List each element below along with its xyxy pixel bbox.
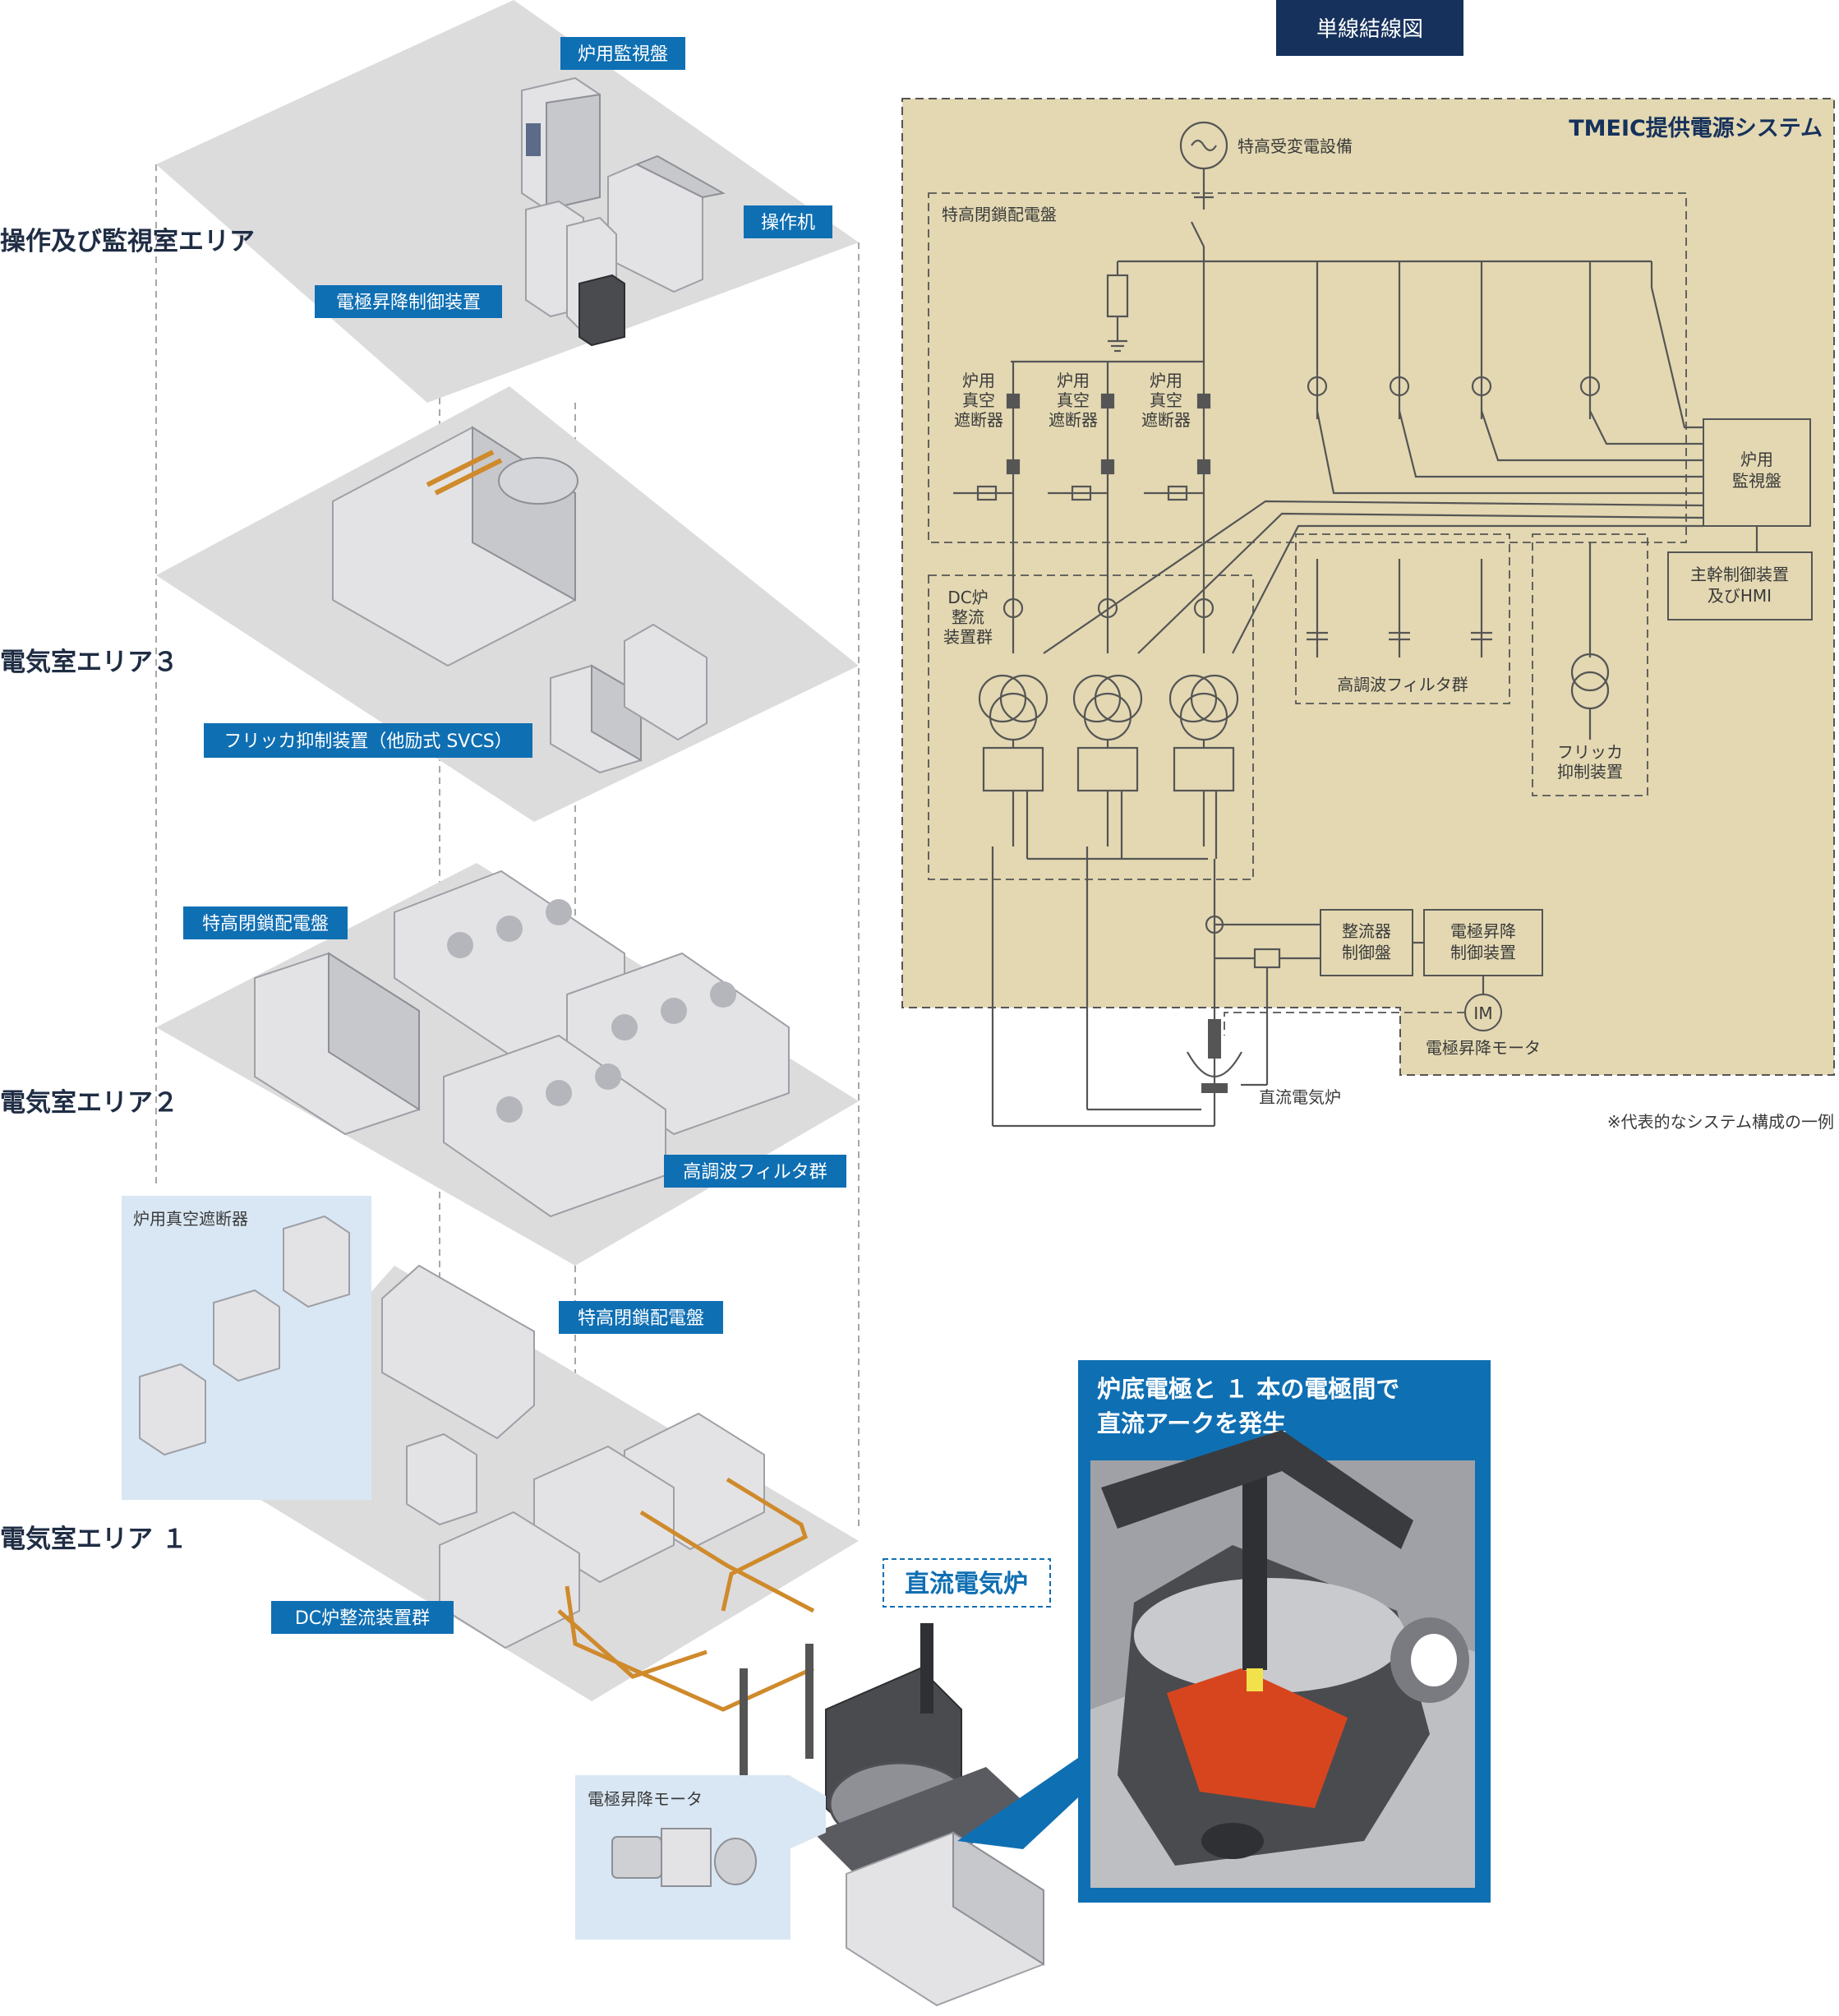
- vcb-feeder-3: [1144, 362, 1214, 653]
- svg-text:真空: 真空: [962, 390, 995, 410]
- svg-text:フリッカ: フリッカ: [1557, 742, 1623, 762]
- svg-text:炉用: 炉用: [1740, 450, 1773, 469]
- svg-text:高調波フィルタ群: 高調波フィルタ群: [683, 1162, 827, 1183]
- rectifier-transformer-2: [1072, 674, 1143, 847]
- tag-dc-rect: DC炉整流装置群: [271, 1601, 454, 1634]
- area-label-elec2: 電気室エリア２: [0, 1088, 178, 1118]
- switchgear-box: [928, 192, 1687, 543]
- svg-text:主幹制御装置: 主幹制御装置: [1690, 565, 1789, 584]
- vcb-label-3: 炉用 真空 遮断器: [1141, 371, 1191, 430]
- signal-bundle: [1043, 287, 1704, 654]
- svg-text:単線結線図: 単線結線図: [1316, 17, 1423, 42]
- vcb-feeder-2: [1048, 362, 1118, 653]
- svg-text:直流電気炉: 直流電気炉: [905, 1570, 1028, 1598]
- svg-text:電極昇降制御装置: 電極昇降制御装置: [336, 293, 481, 313]
- vcb-feeder-1: [953, 362, 1024, 653]
- svg-text:特高閉鎖配電盤: 特高閉鎖配電盤: [202, 914, 329, 934]
- motor-unit: [611, 1828, 757, 1887]
- svg-text:炉用: 炉用: [962, 371, 995, 390]
- tag-switchgear2: 特高閉鎖配電盤: [183, 907, 348, 939]
- rectifier-transformer-3: [1168, 674, 1239, 847]
- harmonic-label: 高調波フィルタ群: [1337, 675, 1468, 694]
- sld-title: 単線結線図: [1276, 0, 1463, 56]
- tag-console: 操作机: [744, 205, 832, 238]
- callout-image: [1090, 1430, 1475, 1888]
- tag-switchgear1: 特高閉鎖配電盤: [559, 1301, 723, 1334]
- tmeic-system-region: [901, 98, 1835, 1076]
- svg-text:制御盤: 制御盤: [1342, 943, 1391, 962]
- harmonic-box: [1295, 533, 1510, 704]
- area-label-elec3: 電気室エリア３: [0, 648, 178, 677]
- flicker-box: [1532, 533, 1648, 796]
- svg-text:DC炉: DC炉: [947, 588, 988, 607]
- svg-text:IM: IM: [1473, 1003, 1492, 1023]
- motor-detail-title: 電極昇降モータ: [588, 1789, 703, 1809]
- svg-text:監視盤: 監視盤: [1732, 471, 1781, 491]
- tag-electrode-ctrl: 電極昇降制御装置: [315, 285, 502, 318]
- callout-line-2: 直流アークを発生: [1097, 1409, 1286, 1437]
- elec3-equipment: [332, 426, 707, 774]
- flicker-label: フリッカ 抑制装置: [1557, 742, 1623, 782]
- svg-text:DC炉整流装置群: DC炉整流装置群: [295, 1608, 430, 1629]
- callout-pointer: [957, 1751, 1089, 1849]
- dc-group-label: DC炉 整流 装置群: [943, 588, 993, 647]
- vcb-label-2: 炉用 真空 遮断器: [1049, 371, 1098, 430]
- substation-label: 特高受変電設備: [1238, 136, 1353, 156]
- area-label-elec1: 電気室エリア １: [0, 1525, 187, 1554]
- dc-group-box: [928, 574, 1254, 880]
- svg-text:炉用: 炉用: [1057, 371, 1090, 390]
- vcb-detail-title: 炉用真空遮断器: [133, 1209, 248, 1229]
- svg-text:整流器: 整流器: [1342, 921, 1391, 941]
- area-label-control-room: 操作及び監視室エリア: [0, 227, 255, 256]
- elec1-equipment: [381, 1264, 815, 1712]
- control-equipment: [521, 76, 726, 347]
- tag-monitor-panel: 炉用監視盤: [560, 37, 685, 70]
- svg-text:炉用: 炉用: [1150, 371, 1182, 390]
- vcb-units: [139, 1215, 350, 1456]
- svg-text:電極昇降: 電極昇降: [1450, 921, 1516, 941]
- svg-text:整流: 整流: [952, 607, 984, 627]
- note-text: ※代表的なシステム構成の一例: [1607, 1112, 1834, 1132]
- switchgear-label: 特高閉鎖配電盤: [942, 205, 1057, 224]
- svg-text:真空: 真空: [1057, 390, 1090, 410]
- tag-dc-furnace: 直流電気炉: [883, 1558, 1051, 1608]
- vcb-label-1: 炉用 真空 遮断器: [954, 371, 1003, 430]
- svg-text:制御装置: 制御装置: [1450, 943, 1516, 962]
- motor-connector: [789, 1775, 826, 1849]
- rectifier-transformer-1: [978, 674, 1049, 847]
- motor-label: 電極昇降モータ: [1426, 1038, 1541, 1058]
- tmeic-system-label: TMEIC提供電源システム: [1569, 116, 1823, 141]
- callout-line-1: 炉底電極と １ 本の電極間で: [1097, 1375, 1399, 1403]
- svg-text:抑制装置: 抑制装置: [1557, 762, 1623, 782]
- furnace-illustration: [740, 1623, 1044, 2007]
- svg-text:遮断器: 遮断器: [1049, 410, 1098, 430]
- svg-text:フリッカ抑制装置（他励式 SVCS）: フリッカ抑制装置（他励式 SVCS）: [224, 731, 512, 752]
- tag-flicker: フリッカ抑制装置（他励式 SVCS）: [204, 723, 532, 758]
- tag-harmonic: 高調波フィルタ群: [664, 1155, 846, 1188]
- svg-text:遮断器: 遮断器: [954, 410, 1003, 430]
- main-control-box: [1667, 551, 1813, 620]
- dc-furnace-symbol: [1187, 1019, 1242, 1093]
- svg-text:遮断器: 遮断器: [1141, 410, 1191, 430]
- svg-text:炉用監視盤: 炉用監視盤: [578, 44, 668, 65]
- filter-feeders: [1307, 261, 1653, 740]
- elec2-equipment: [254, 870, 790, 1218]
- svg-text:操作机: 操作机: [761, 213, 815, 233]
- svg-text:特高閉鎖配電盤: 特高閉鎖配電盤: [578, 1308, 704, 1329]
- svg-text:真空: 真空: [1150, 390, 1182, 410]
- furnace-label: 直流電気炉: [1259, 1087, 1341, 1107]
- svg-text:装置群: 装置群: [943, 627, 993, 647]
- svg-text:及びHMI: 及びHMI: [1708, 586, 1772, 606]
- floor-control-room: [156, 0, 859, 403]
